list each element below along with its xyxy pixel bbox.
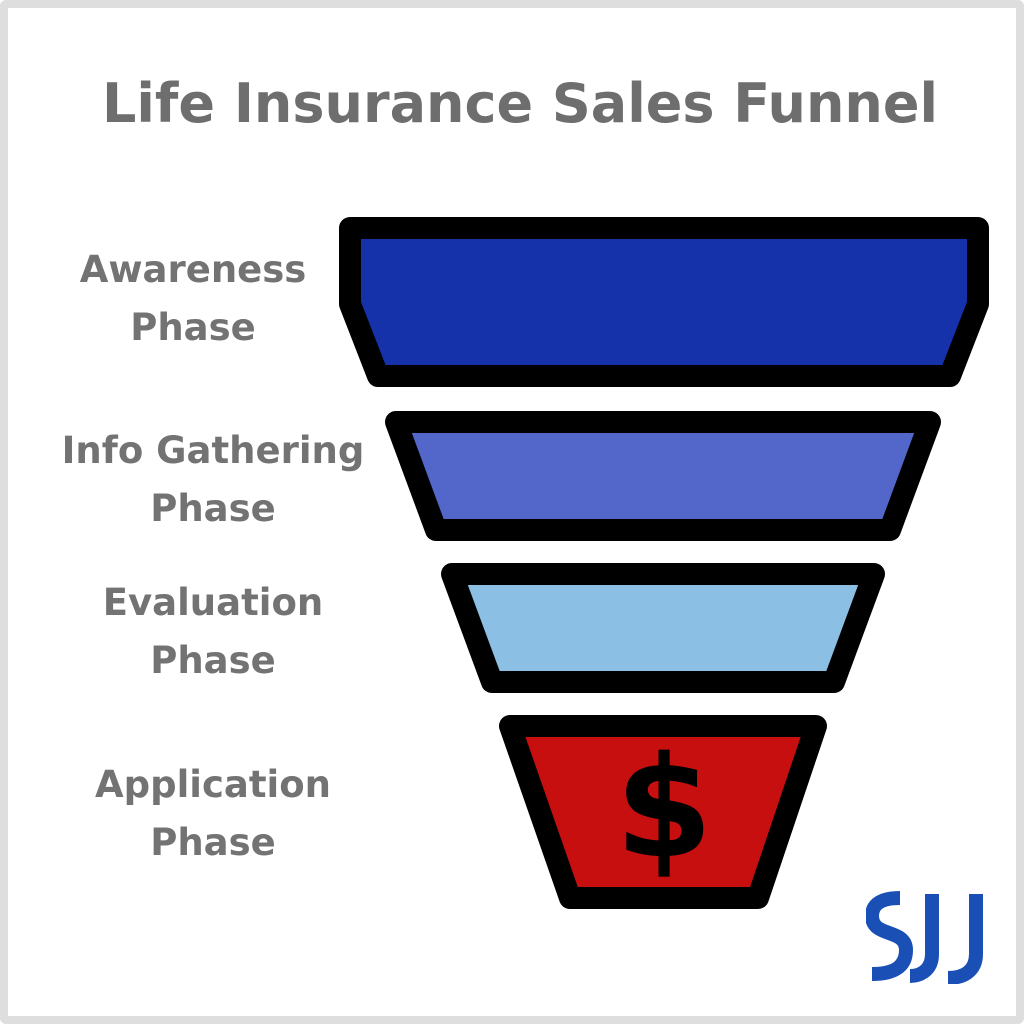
funnel-diagram: $ bbox=[339, 217, 989, 909]
funnel-segment-info-gathering bbox=[385, 411, 941, 541]
svg-text:$: $ bbox=[615, 727, 712, 890]
stage-label-awareness-line2: Phase bbox=[130, 306, 256, 349]
diagram-title: Life Insurance Sales Funnel bbox=[102, 72, 938, 135]
stage-label-application-line2: Phase bbox=[150, 821, 276, 864]
funnel-segment-evaluation bbox=[441, 563, 885, 693]
stage-label-application-line1: Application bbox=[94, 763, 331, 806]
stage-label-info-gathering: Info Gathering Phase bbox=[48, 422, 378, 538]
sjj-logo-icon bbox=[866, 891, 983, 984]
stage-label-awareness: Awareness Phase bbox=[68, 241, 318, 357]
stage-label-evaluation-line2: Phase bbox=[150, 639, 276, 682]
stage-label-evaluation-line1: Evaluation bbox=[102, 581, 324, 624]
stage-label-info-gathering-line1: Info Gathering bbox=[61, 429, 365, 472]
stage-label-awareness-line1: Awareness bbox=[79, 248, 307, 291]
stage-label-application: Application Phase bbox=[78, 756, 348, 872]
stage-label-evaluation: Evaluation Phase bbox=[88, 574, 338, 690]
funnel-segment-application bbox=[499, 715, 827, 909]
funnel-segment-awareness bbox=[339, 217, 989, 387]
dollar-sign-icon: $ bbox=[615, 727, 712, 890]
stage-label-info-gathering-line2: Phase bbox=[150, 487, 276, 530]
